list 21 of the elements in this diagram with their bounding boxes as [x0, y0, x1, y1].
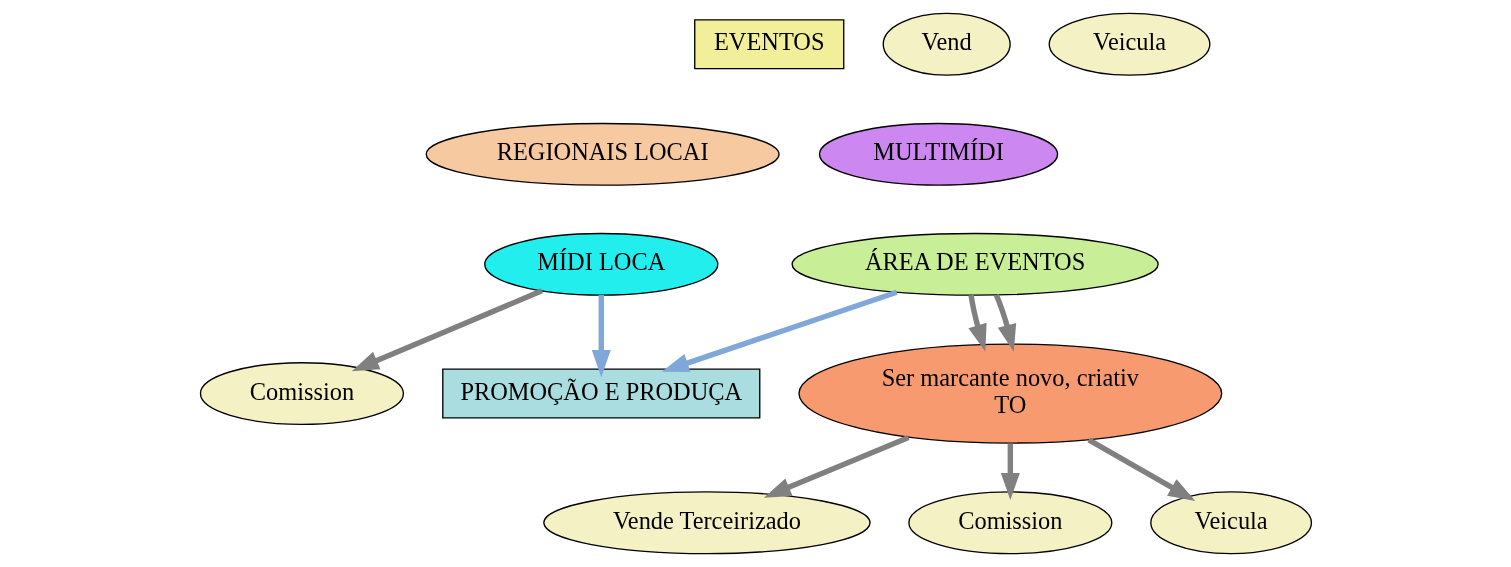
node-ellipse: ÁREA DE EVENTOS [790, 232, 1159, 296]
arrow [763, 434, 909, 498]
node-ellipse: Vende Terceirizado [542, 491, 871, 555]
node-ellipse: Comission [907, 491, 1112, 555]
arrow [967, 294, 987, 352]
node-box: PROMOÇÃO E PRODUÇA [441, 368, 760, 419]
arrow [591, 295, 611, 378]
node-ellipse: Comission [199, 362, 404, 426]
arrow [661, 289, 898, 373]
node-ellipse: Ser marcante novo, criativ TO [797, 343, 1222, 444]
arrow [1000, 443, 1020, 501]
arrow [351, 288, 543, 372]
node-ellipse: MULTIMÍDI [818, 122, 1058, 186]
node-ellipse: Vend [882, 12, 1011, 76]
node-ellipse: Veicula [1048, 12, 1211, 76]
arrow [993, 294, 1016, 352]
node-box: EVENTOS [693, 19, 844, 70]
node-ellipse: MÍDI LOCA [483, 232, 718, 296]
node-ellipse: REGIONAIS LOCAI [425, 122, 780, 186]
arrow [1086, 437, 1195, 501]
node-ellipse: Veicula [1149, 491, 1312, 555]
